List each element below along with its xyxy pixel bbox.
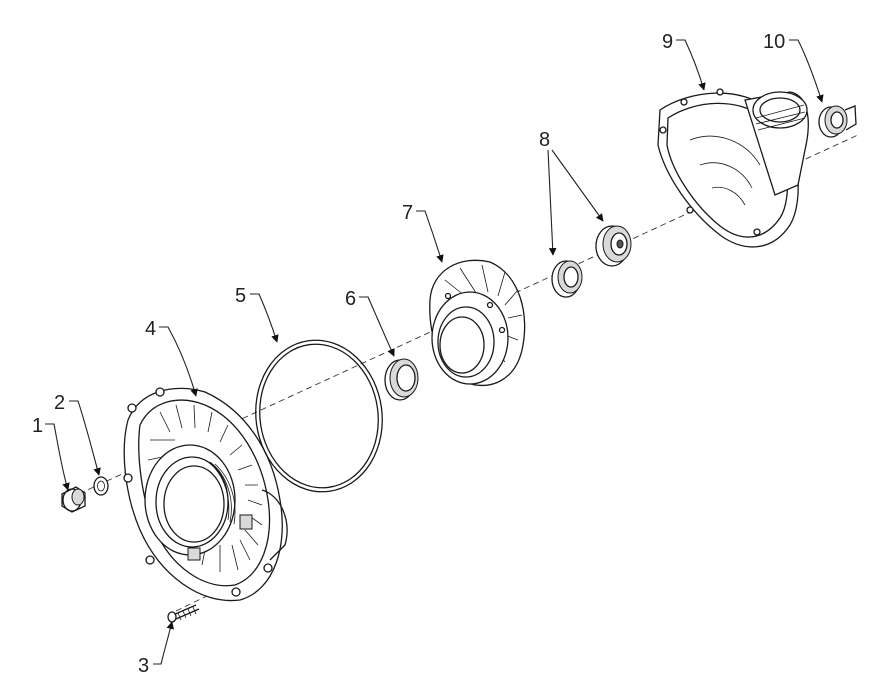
callout-6: 6 xyxy=(345,288,356,310)
part-5-o-ring xyxy=(255,339,383,493)
part-8-seal-small xyxy=(551,260,583,298)
callout-3: 3 xyxy=(138,655,149,677)
part-9-pump-housing xyxy=(657,88,809,248)
part-7-impeller xyxy=(429,259,526,387)
callout-labels: 1 2 3 4 5 6 7 8 9 10 xyxy=(32,31,785,677)
part-4-faceplate xyxy=(123,387,288,602)
part-3-screw xyxy=(167,604,200,623)
callout-leaders xyxy=(45,39,824,665)
callout-8: 8 xyxy=(539,129,550,151)
callout-5: 5 xyxy=(235,285,246,307)
part-2-gasket xyxy=(93,476,109,496)
part-6-wear-ring xyxy=(384,358,419,401)
part-10-union-nut xyxy=(818,105,857,138)
part-8-seal-large xyxy=(595,225,632,267)
callout-4: 4 xyxy=(145,318,156,340)
callout-2: 2 xyxy=(54,392,65,414)
callout-1: 1 xyxy=(32,415,43,437)
part-1-drain-plug xyxy=(61,486,86,513)
callout-7: 7 xyxy=(402,202,413,224)
callout-9: 9 xyxy=(662,31,673,53)
callout-10: 10 xyxy=(763,31,785,53)
